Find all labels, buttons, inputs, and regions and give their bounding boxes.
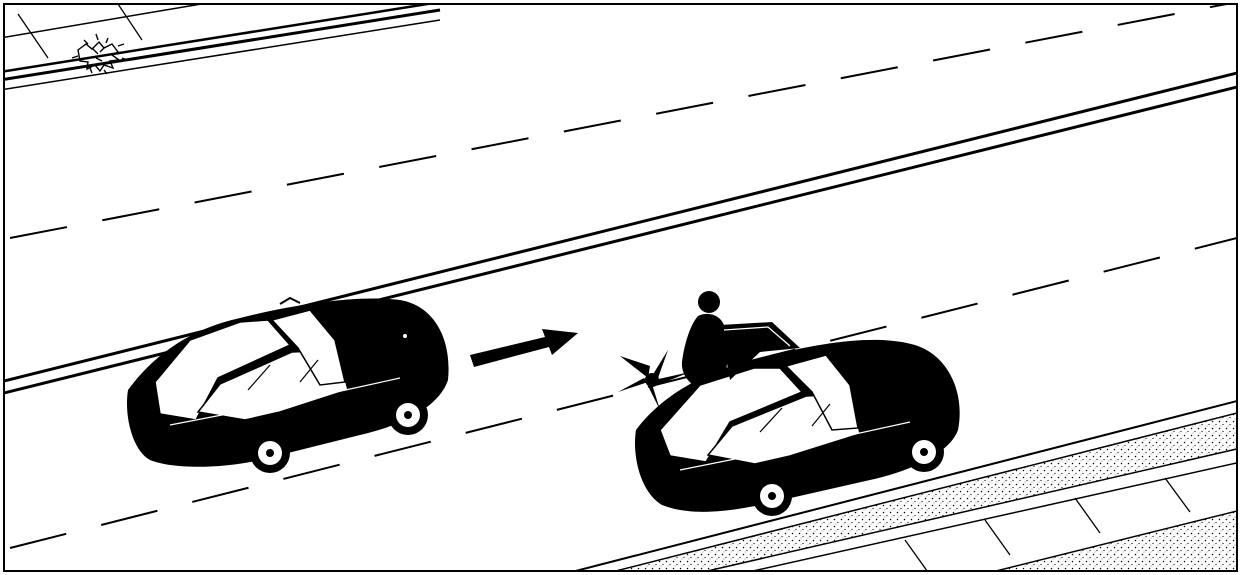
motion-arrow <box>470 329 578 367</box>
dashed-lane-markings <box>9 4 1237 549</box>
parked-car <box>635 339 960 516</box>
moving-car <box>126 296 449 473</box>
impact-burst-icon <box>618 350 690 410</box>
open-car-door <box>720 322 800 380</box>
lower-sidewalk <box>571 399 1237 571</box>
shrub <box>71 33 128 75</box>
frame-border <box>3 3 1238 572</box>
upper-sidewalk <box>4 4 441 91</box>
